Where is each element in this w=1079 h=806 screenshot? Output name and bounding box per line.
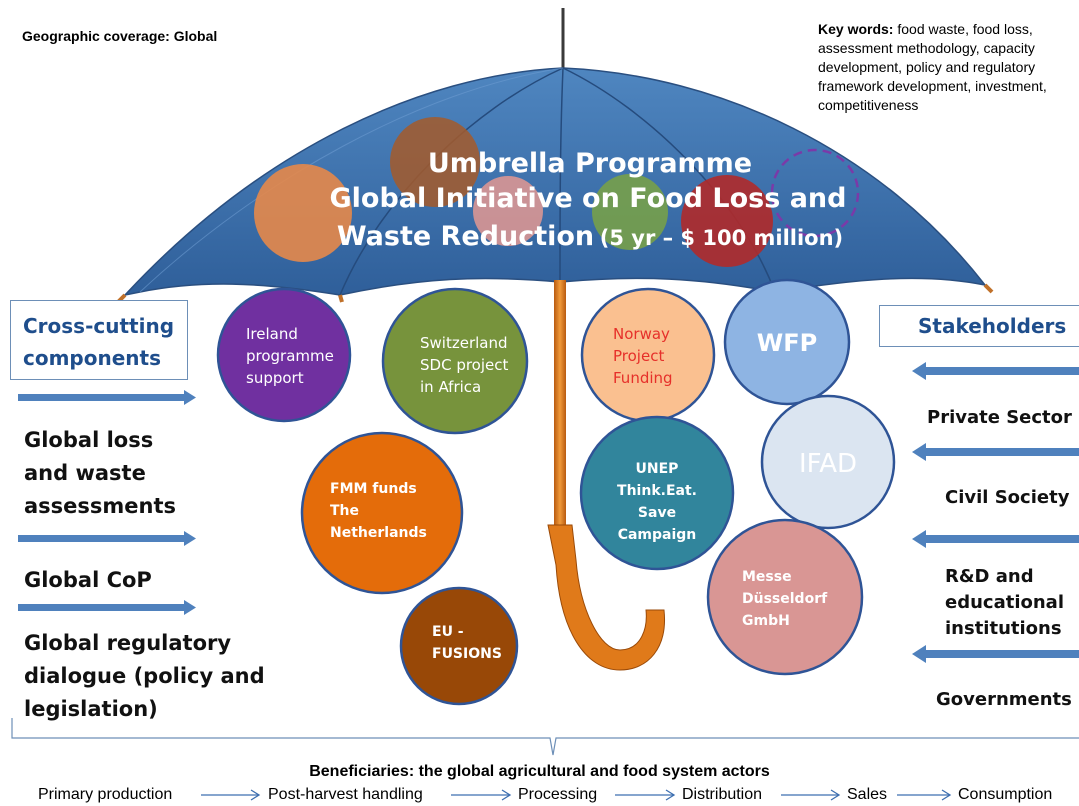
canopy-circle [473, 176, 543, 246]
left-arrow-icon [912, 362, 1079, 380]
stakeholder-governments: Governments [936, 689, 1072, 710]
beneficiaries-label: Beneficiaries: the global agricultural a… [309, 763, 770, 780]
cross-cutting-header: Cross-cutting components [10, 300, 188, 380]
cross-cutting-item-line: Global CoP [24, 568, 152, 592]
canopy-circle [254, 164, 352, 262]
chain-consumption: Consumption [958, 786, 1053, 803]
chain-distribution: Distribution [682, 786, 763, 803]
bubble-ifad-label: IFAD [799, 449, 857, 479]
bubble-messe-line: Düsseldorf [742, 591, 828, 607]
chain-processing: Processing [518, 786, 598, 803]
right-arrows [912, 362, 1079, 663]
geographic-coverage: Geographic coverage: Global [22, 28, 218, 44]
stakeholders-header: Stakeholders [879, 305, 1079, 347]
canopy-circle-dashed [770, 148, 860, 238]
umbrella-title-line3: Waste Reduction (5 yr – $ 100 million) [337, 221, 843, 252]
bubble-ireland-line: support [246, 369, 304, 387]
keywords-line: food waste, food loss, [897, 21, 1033, 37]
cross-cutting-item-regulatory: Global regulatory dialogue (policy and l… [24, 627, 265, 726]
keywords-block: Key words: food waste, food loss, assess… [818, 20, 1079, 115]
left-arrow-icon [912, 443, 1079, 461]
bubble-switzerland-line: SDC project [420, 356, 508, 374]
stakeholder-rnd-line3: institutions [945, 618, 1062, 639]
umbrella-shaft [554, 280, 566, 540]
canopy-circle [681, 175, 773, 267]
cross-cutting-header-line1: Cross-cutting [23, 314, 175, 338]
bubble-ireland-line: Ireland [246, 325, 298, 343]
keywords-line: development, policy and regulatory [818, 59, 1036, 75]
cross-cutting-item-line: dialogue (policy and [24, 664, 265, 688]
umbrella-title-line2: Global Initiative on Food Loss and [330, 183, 847, 214]
bubble-eu-line: FUSIONS [432, 646, 502, 662]
bubble-messe-line: GmbH [742, 613, 790, 629]
bubble-wfp: WFP [723, 278, 851, 406]
bubble-norway: Norway Project Funding [580, 287, 716, 423]
keywords-line: competitiveness [818, 97, 919, 113]
bubble-unep-line: Campaign [618, 527, 697, 543]
chain-arrow-icon [897, 789, 952, 801]
bubble-unep-line: Save [638, 505, 676, 521]
cross-cutting-item-line: legislation) [24, 697, 158, 721]
bubble-wfp-label: WFP [757, 329, 817, 357]
left-arrow-icon [912, 645, 1079, 663]
chain-arrow-icon [781, 789, 841, 801]
bubble-switzerland-line: in Africa [420, 378, 481, 396]
cross-cutting-item-line: Global regulatory [24, 631, 232, 655]
left-arrows [18, 390, 196, 615]
left-arrow-icon [912, 530, 1079, 548]
bubble-fmm: FMM funds The Netherlands [300, 431, 464, 595]
right-arrow-icon [18, 600, 196, 615]
bubble-fmm-line: The [330, 503, 359, 519]
cross-cutting-item-line: and waste [24, 461, 146, 485]
canopy-circle [592, 174, 668, 250]
chain-arrow-icon [201, 789, 261, 801]
umbrella-title: Umbrella Programme Global Initiative on … [330, 148, 847, 252]
right-arrow-icon [18, 531, 196, 546]
chain-sales: Sales [847, 786, 888, 803]
stakeholder-rnd-line1: R&D and [945, 566, 1034, 587]
stakeholder-civil-society: Civil Society [945, 487, 1070, 508]
bubble-unep-line: UNEP [636, 461, 679, 477]
cross-cutting-item-assessments: Global loss and waste assessments [24, 424, 176, 523]
chain-post-harvest: Post-harvest handling [268, 786, 423, 803]
canopy-circle [390, 117, 480, 207]
chain-primary-production: Primary production [38, 786, 173, 803]
umbrella-title-line3b: (5 yr – $ 100 million) [600, 226, 843, 250]
bubble-fmm-line: Netherlands [330, 525, 427, 541]
cross-cutting-item-line: Global loss [24, 428, 154, 452]
stakeholder-rnd-line2: educational [945, 592, 1064, 613]
bubble-ifad: IFAD [760, 394, 896, 530]
chain-arrow-icon [451, 789, 512, 801]
stakeholder-private-sector: Private Sector [927, 407, 1072, 428]
keywords-line: framework development, investment, [818, 78, 1047, 94]
bubble-ireland-line: programme [246, 347, 334, 365]
bubble-switzerland-line: Switzerland [420, 334, 508, 352]
bubble-messe-line: Messe [742, 569, 792, 585]
umbrella-handle [547, 524, 665, 671]
bubble-unep: UNEP Think.Eat. Save Campaign [579, 415, 735, 571]
bubble-switzerland: Switzerland SDC project in Africa [381, 287, 529, 435]
bubble-ireland: Ireland programme support [216, 287, 352, 423]
keywords-line: assessment methodology, capacity [818, 40, 1035, 56]
cross-cutting-item-cop: Global CoP [24, 564, 152, 597]
value-chain-arrows [201, 789, 952, 801]
right-arrow-icon [18, 390, 196, 405]
chain-arrow-icon [615, 789, 676, 801]
bubble-fmm-line: FMM funds [330, 481, 417, 497]
cross-cutting-item-line: assessments [24, 494, 177, 518]
umbrella-title-line1: Umbrella Programme [428, 148, 752, 179]
umbrella-title-line3a: Waste Reduction [337, 221, 594, 252]
bubble-eu-line: EU - [432, 624, 464, 640]
bubble-eu: EU - FUSIONS [399, 586, 519, 706]
bubble-unep-line: Think.Eat. [617, 483, 697, 499]
beneficiaries-brace [11, 718, 1079, 756]
bubble-norway-line: Project [613, 347, 664, 365]
keywords-label: Key words: [818, 21, 894, 37]
bubble-norway-line: Norway [613, 325, 670, 343]
cross-cutting-header-line2: components [23, 346, 161, 370]
bubble-norway-line: Funding [613, 369, 673, 387]
bubble-messe: Messe Düsseldorf GmbH [706, 518, 864, 676]
